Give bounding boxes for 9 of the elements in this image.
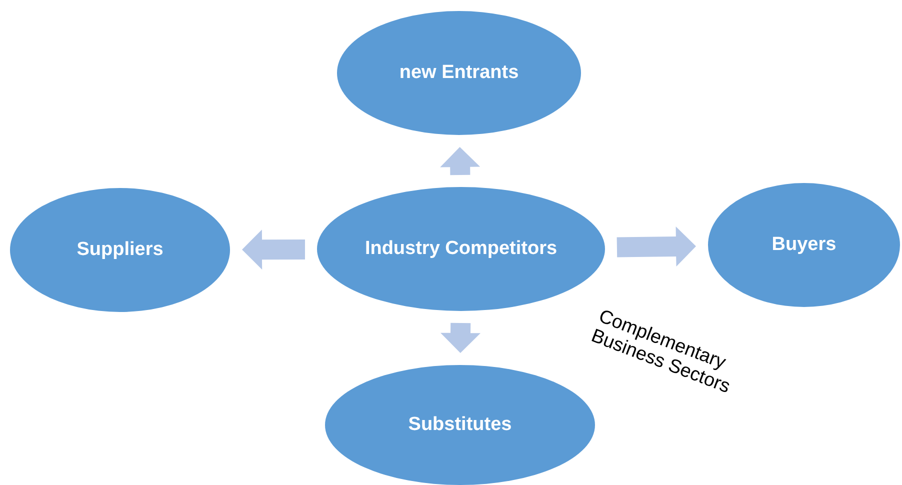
- block-arrow: [242, 230, 305, 270]
- block-arrow: [616, 226, 696, 266]
- node-label: Substitutes: [408, 414, 512, 436]
- node-label: Industry Competitors: [364, 238, 558, 260]
- node-label: Buyers: [772, 234, 836, 256]
- block-arrow: [440, 322, 480, 353]
- node-label: new Entrants: [399, 62, 519, 84]
- block-arrow: [440, 147, 480, 176]
- node-label: Suppliers: [76, 238, 164, 262]
